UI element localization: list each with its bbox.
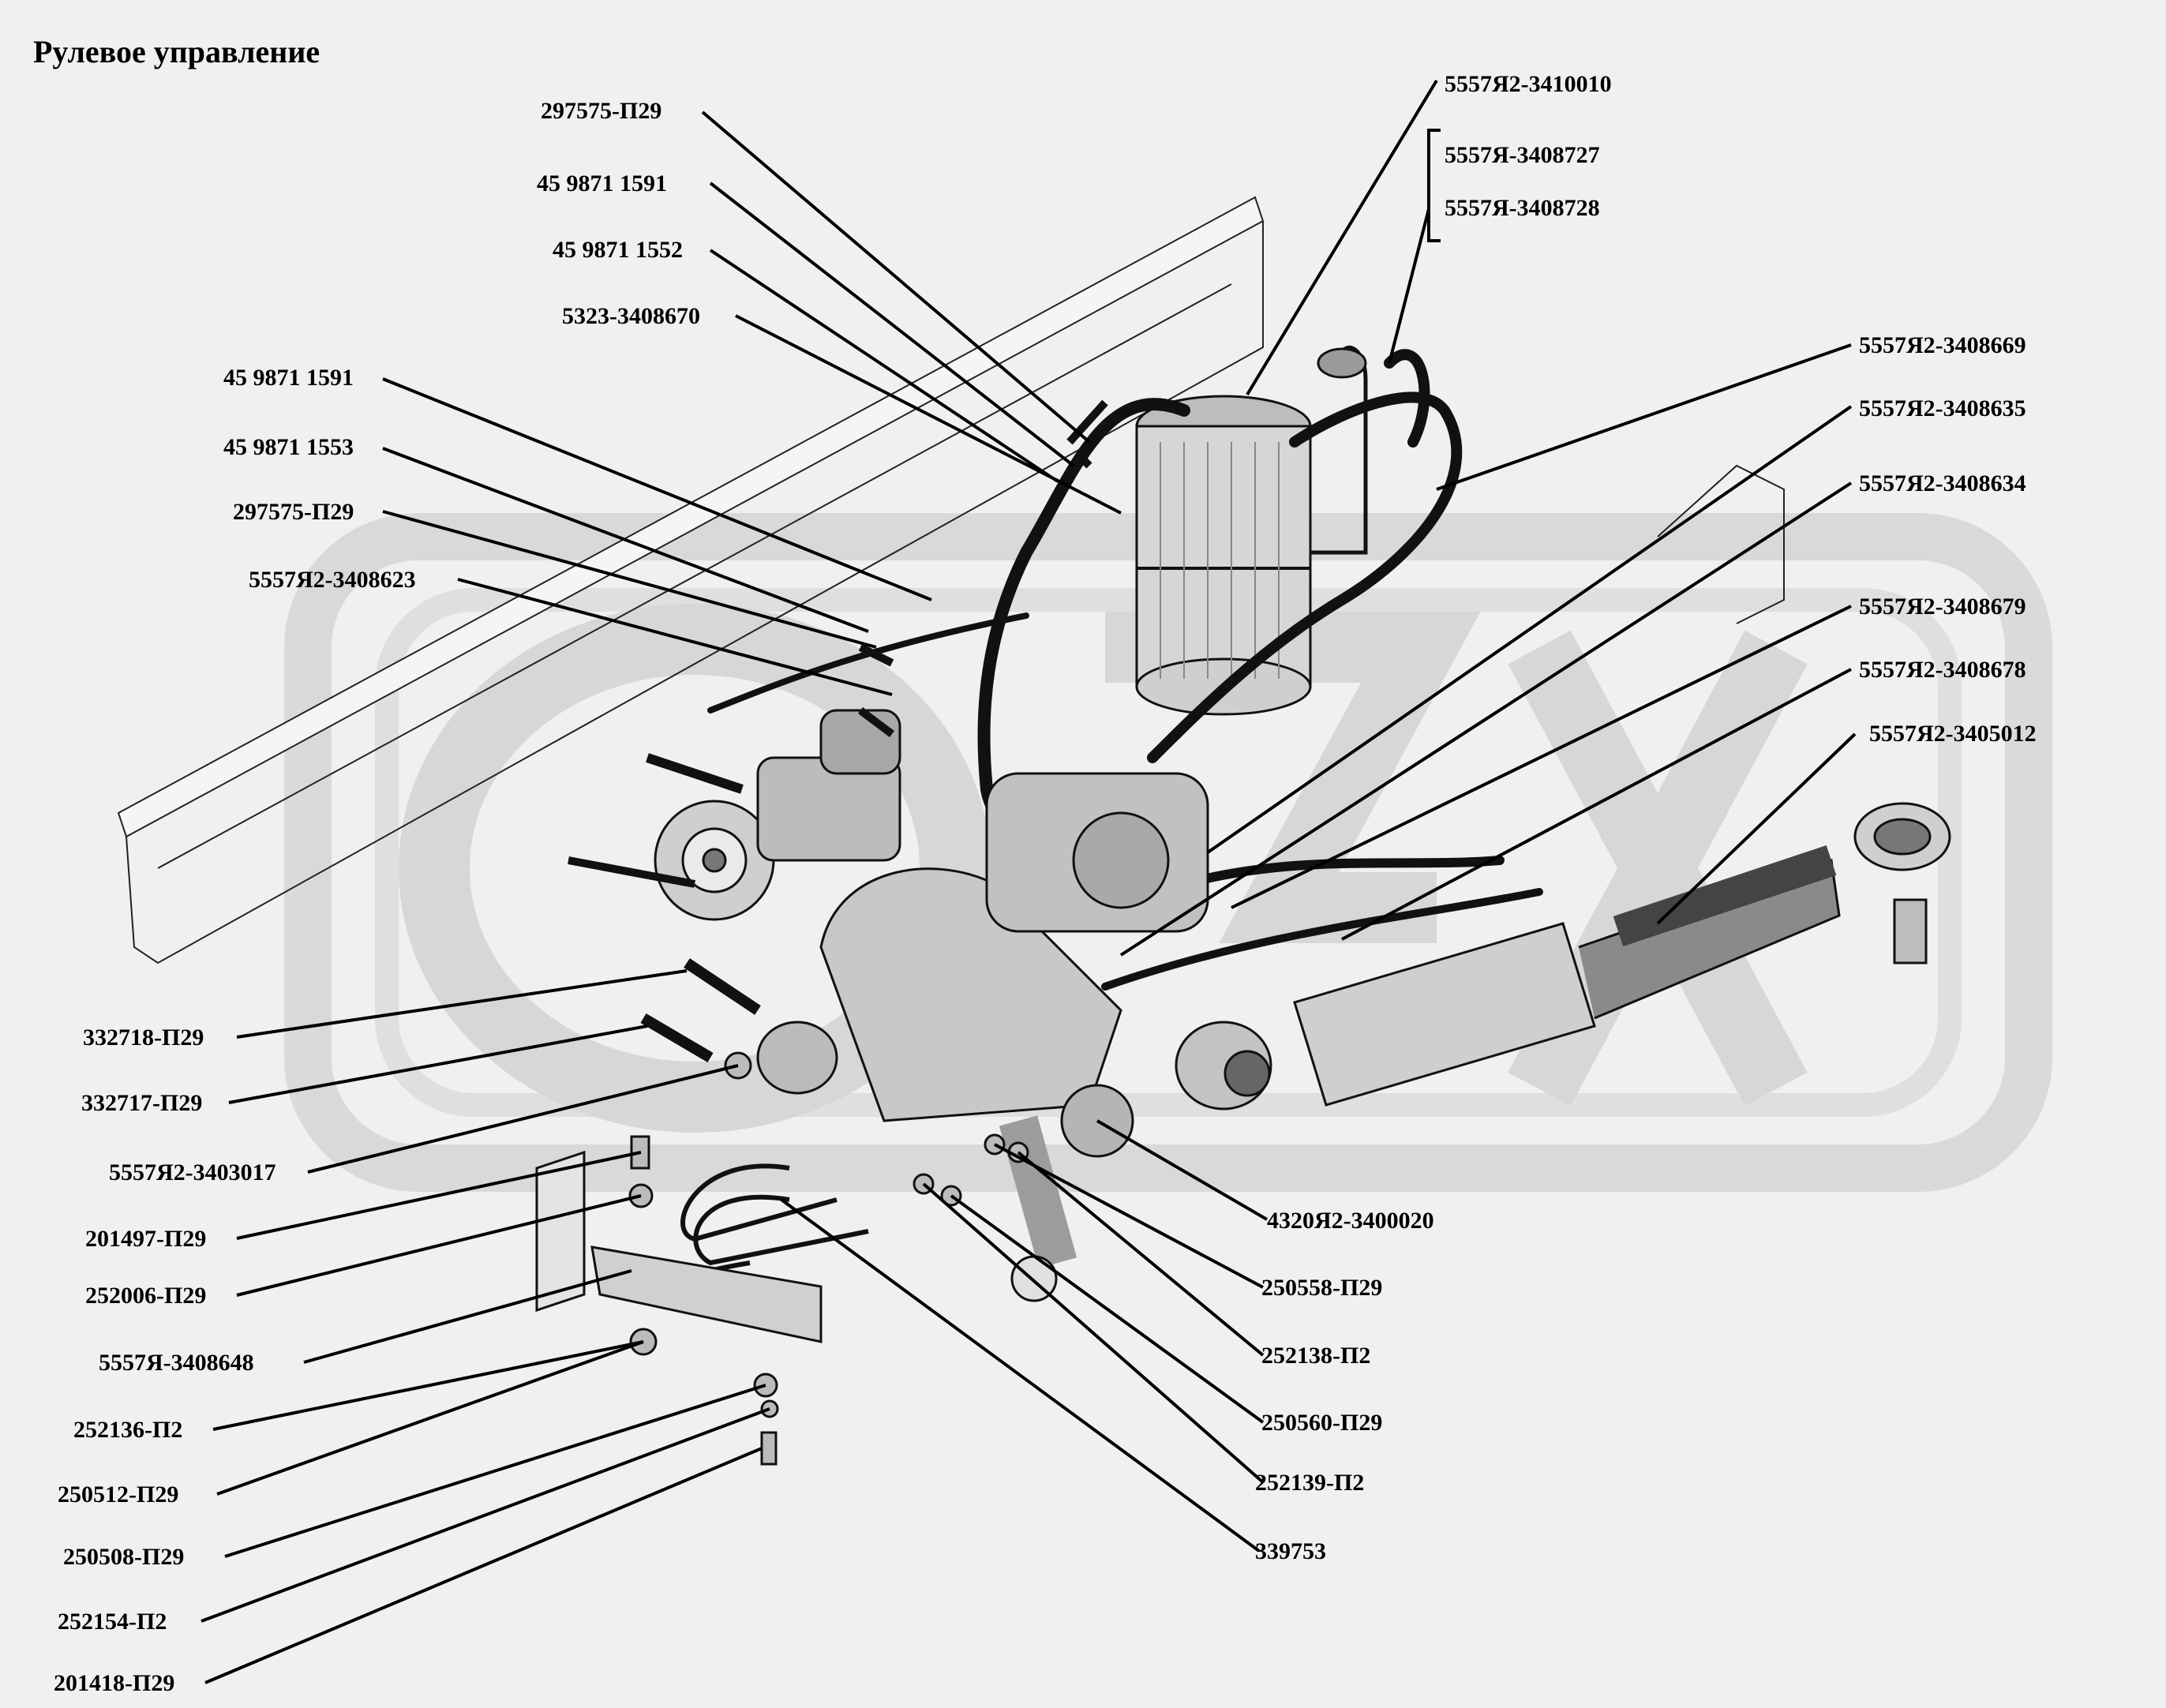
power-steering-pump (568, 709, 901, 921)
part-label: 252006-П29 (85, 1283, 207, 1309)
part-label: 201497-П29 (85, 1226, 207, 1252)
part-label: 5557Я2-3410010 (1445, 71, 1612, 97)
leader-lines (200, 79, 1857, 1684)
part-label: 201418-П29 (54, 1670, 175, 1696)
part-label: 339753 (1255, 1538, 1326, 1564)
part-label: 250508-П29 (63, 1544, 185, 1570)
part-label: 297575-П29 (541, 98, 662, 124)
part-label: 252154-П2 (58, 1609, 167, 1635)
part-label: 45 9871 1553 (223, 434, 354, 460)
part-label: 250512-П29 (58, 1481, 179, 1508)
part-label: 5323-3408670 (562, 303, 700, 329)
part-label: 5557Я2-3408623 (249, 567, 416, 593)
part-label: 252139-П2 (1255, 1470, 1365, 1496)
part-label: 332718-П29 (83, 1024, 204, 1051)
part-label: 45 9871 1552 (553, 237, 683, 263)
part-label: 250558-П29 (1261, 1275, 1383, 1301)
part-label: 5557Я-3408727 (1445, 142, 1600, 168)
part-label: 45 9871 1591 (223, 365, 354, 391)
part-label: 250560-П29 (1261, 1410, 1383, 1436)
page-title: Рулевое управление (33, 34, 320, 69)
part-label: 4320Я2-3400020 (1267, 1208, 1434, 1234)
part-label: 5557Я2-3408678 (1859, 657, 2026, 683)
part-label: 5557Я2-3405012 (1869, 721, 2037, 747)
part-label: 5557Я2-3408669 (1859, 332, 2026, 358)
part-label: 5557Я2-3403017 (109, 1159, 276, 1185)
part-label: 45 9871 1591 (537, 170, 667, 197)
frame-rail (117, 196, 1785, 964)
part-label: 252138-П2 (1261, 1343, 1371, 1369)
part-label: 5557Я2-3408634 (1859, 470, 2026, 496)
power-cylinder (1175, 802, 1951, 1111)
bracket (535, 1150, 823, 1343)
part-label: 5557Я-3408728 (1445, 195, 1600, 221)
steering-gear (756, 772, 1209, 1302)
part-label: 5557Я2-3408679 (1859, 594, 2026, 620)
part-label: 5557Я-3408648 (99, 1350, 254, 1376)
part-label: 5557Я2-3408635 (1859, 395, 2026, 421)
part-label: 297575-П29 (233, 499, 354, 525)
part-label: 332717-П29 (81, 1090, 203, 1116)
part-label: 252136-П2 (73, 1417, 183, 1443)
